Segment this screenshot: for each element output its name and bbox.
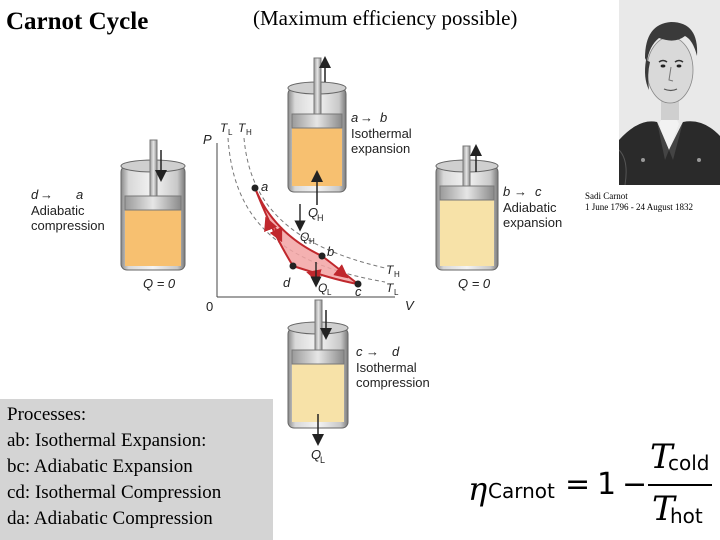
cylinder-left-from: d xyxy=(31,187,39,202)
cylinder-right-line2: expansion xyxy=(503,215,562,230)
ql-label: Q xyxy=(318,281,327,295)
cylinder-top-q-sub: H xyxy=(317,213,324,223)
cylinder-right-to: c xyxy=(535,184,542,199)
cylinder-left: Q = 0 d → a Adiabatic compression xyxy=(31,139,186,291)
tl-sub-right: L xyxy=(394,288,399,297)
cool-fluid xyxy=(440,200,494,266)
cylinder-bottom-to: d xyxy=(392,344,400,359)
point-c-label: c xyxy=(355,284,362,299)
piston xyxy=(124,195,182,211)
processes-heading: Processes: xyxy=(7,404,87,425)
piston-rod xyxy=(314,299,323,351)
cylinder-top-line1: Isothermal xyxy=(351,126,412,141)
pv-diagram: P V 0 T L T H T H T L Q H Q L a b c d xyxy=(203,121,415,314)
point-a xyxy=(251,184,259,192)
isotherm-th xyxy=(243,137,386,269)
formula-equals: = xyxy=(565,467,590,502)
point-b-label: b xyxy=(327,244,334,259)
p-axis-label: P xyxy=(203,132,212,147)
qh-label: Q xyxy=(300,230,309,244)
process-item: cd: Isothermal Compression xyxy=(7,482,222,503)
piston-rod xyxy=(462,145,471,187)
process-item: ab: Isothermal Expansion: xyxy=(7,430,207,451)
point-a-label: a xyxy=(261,179,268,194)
cylinder-top-line2: expansion xyxy=(351,141,410,156)
portrait-caption: Sadi Carnot 1 June 1796 - 24 August 1832 xyxy=(585,191,693,213)
cylinder-right: Q = 0 b → c Adiabatic expansion xyxy=(435,144,562,291)
piston-rod xyxy=(313,57,322,115)
cylinder-right-q: Q = 0 xyxy=(458,276,491,291)
carnot-efficiency-formula: η Carnot = 1 − T cold T hot xyxy=(468,437,712,529)
ql-sub: L xyxy=(327,288,332,297)
formula-eta-sub: Carnot xyxy=(488,479,555,503)
sadi-carnot-portrait xyxy=(619,0,720,185)
formula-eta: η xyxy=(468,470,487,508)
process-item: bc: Adiabatic Expansion xyxy=(7,456,193,477)
cylinder-bottom-line1: Isothermal xyxy=(356,360,417,375)
th-label-top: T xyxy=(238,121,247,135)
tl-label-top: T xyxy=(220,121,229,135)
portrait-caption-name: Sadi Carnot xyxy=(585,191,628,201)
formula-t-num: T xyxy=(650,437,675,477)
formula-t-den-sub: hot xyxy=(670,504,703,528)
formula-t-den: T xyxy=(652,489,677,529)
cylinder-bottom-from: c xyxy=(356,344,363,359)
formula-t-num-sub: cold xyxy=(668,451,709,475)
piston-rod xyxy=(149,139,158,197)
cycle-arrow-da xyxy=(264,216,278,233)
cylinder-top-arrow: → xyxy=(360,110,373,125)
cylinder-left-arrow: → xyxy=(40,187,53,202)
tl-label-right: T xyxy=(386,281,395,295)
cylinder-left-q: Q = 0 xyxy=(143,276,176,291)
piston xyxy=(291,113,343,129)
cylinder-top: Q H a → b Isothermal expansion xyxy=(287,56,412,223)
piston xyxy=(291,349,345,365)
origin-label: 0 xyxy=(206,299,213,314)
cylinder-left-to: a xyxy=(76,187,83,202)
point-b xyxy=(318,252,326,260)
page-subtitle: (Maximum efficiency possible) xyxy=(253,6,518,30)
cylinder-top-q: Q xyxy=(308,205,318,220)
hot-fluid xyxy=(125,210,181,266)
cycle-arrow-bc xyxy=(333,264,349,279)
piston xyxy=(439,185,495,201)
cylinder-top-from: a xyxy=(351,110,358,125)
cylinder-bottom: Q L c → d Isothermal compression xyxy=(287,299,430,465)
cylinder-bottom-line2: compression xyxy=(356,375,430,390)
cylinder-right-line1: Adiabatic xyxy=(503,200,557,215)
processes-box: Processes: ab: Isothermal Expansion: bc:… xyxy=(0,399,273,540)
cylinder-top-to: b xyxy=(380,110,387,125)
cylinder-bottom-arrow: → xyxy=(366,344,379,359)
th-sub-top: H xyxy=(246,128,252,137)
cylinder-right-arrow: → xyxy=(514,184,527,199)
point-d-label: d xyxy=(283,275,291,290)
cylinder-bottom-q: Q xyxy=(311,447,321,462)
qh-sub: H xyxy=(309,237,315,246)
th-sub-right: H xyxy=(394,270,400,279)
cylinder-left-line2: compression xyxy=(31,218,105,233)
formula-minus: − xyxy=(622,467,647,502)
v-axis-label: V xyxy=(405,298,415,313)
point-d xyxy=(289,262,297,270)
cool-fluid xyxy=(292,364,344,422)
cylinder-bottom-q-sub: L xyxy=(320,455,325,465)
cylinder-right-from: b xyxy=(503,184,510,199)
process-item: da: Adiabatic Compression xyxy=(7,508,213,529)
cylinder-left-line1: Adiabatic xyxy=(31,203,85,218)
page-title: Carnot Cycle xyxy=(6,8,149,35)
th-label-right: T xyxy=(386,263,395,277)
formula-one: 1 xyxy=(597,467,616,502)
point-c xyxy=(354,280,362,288)
tl-sub-top: L xyxy=(228,128,233,137)
portrait-caption-dates: 1 June 1796 - 24 August 1832 xyxy=(585,202,693,212)
